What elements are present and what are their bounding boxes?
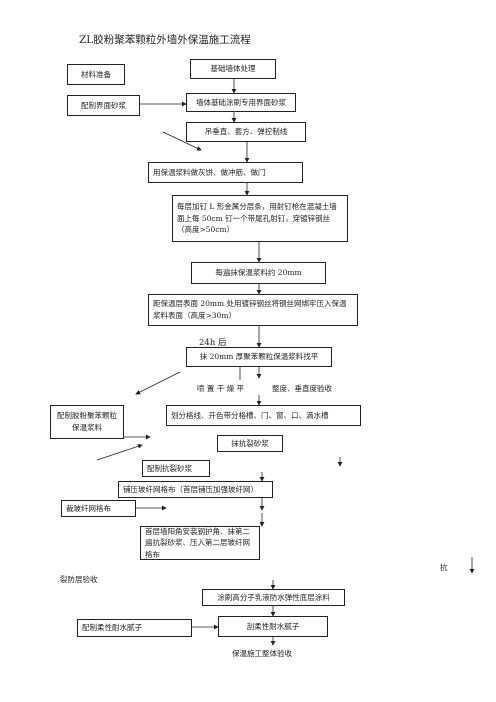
after-24h-label: 24h 后 (199, 338, 227, 348)
page-title: ZL胶粉聚苯颗粒外墙外保温施工流程 (79, 34, 251, 46)
steel-mesh-box: 距保温层表面 20mm 处用镀锌钢丝将钢丝网绑牢压入保温浆料表面（高度>30m） (148, 294, 358, 326)
base-wall-box: 基础墙体处理 (190, 59, 276, 79)
ash-cake-box: 用保温浆料做灰饼、做冲筋、做门 (148, 162, 303, 183)
press-mesh-box: 铺压玻纤网格布（首层铺压加强玻纤网） (118, 481, 273, 498)
connector-line (96, 443, 143, 461)
first-floor-corner-box: 首层墙阳角安装钢护角、抹第二遍抗裂砂浆、压入第二层玻纤网格布 (140, 526, 260, 560)
scrape-putty-box: 刮柔性耐水腻子 (218, 616, 328, 637)
each-coat-box: 每遍抹保温浆料约 20mm (191, 262, 326, 284)
kang-text: 抗 (440, 563, 448, 572)
waterproof-check-text: 裂防层验收 (60, 575, 98, 584)
mix-insulation-box: 配制胶粉聚苯颗粒保温浆料 (50, 405, 124, 439)
connector-line (135, 371, 181, 395)
materials-box: 材料准备 (67, 64, 125, 85)
cut-mesh-box: 裁玻纤网格布 (61, 500, 136, 517)
mix-interface-mortar-box: 配制界面砂浆 (67, 95, 140, 116)
metal-strip-nail-box: 每层加钉 L 形金属分层条，用射钉枪在混凝土墙面上每 50cm 钉一个带尾孔射钉… (172, 195, 348, 242)
divide-grooves-box: 划分格线、开色带分格槽、门、窗、口、滴水槽 (166, 405, 361, 426)
mix-putty-box: 配制柔性耐水腻子 (77, 619, 192, 637)
crack-mortar-box: 抹抗裂砂浆 (217, 435, 283, 452)
plumb-line-box: 吊垂直、套方、弹控制线 (186, 122, 306, 142)
smooth-20mm-box: 抹 20mm 厚聚苯颗粒保温浆料找平 (186, 347, 332, 367)
spray-cure-text: 喷 置 干 燥 平 (197, 384, 245, 393)
elastic-primer-box: 涂刷高分子乳液防水弹性底层涂料 (202, 589, 345, 606)
flatness-check-text: 整度、垂直度验收 (272, 384, 332, 393)
connector-line (162, 131, 202, 151)
brush-interface-mortar-box: 墙体基础涂刷专用界面砂浆 (186, 93, 296, 112)
final-check-text: 保温施工整体验收 (232, 649, 292, 658)
mix-crack-mortar-box: 配制抗裂砂浆 (142, 460, 210, 477)
